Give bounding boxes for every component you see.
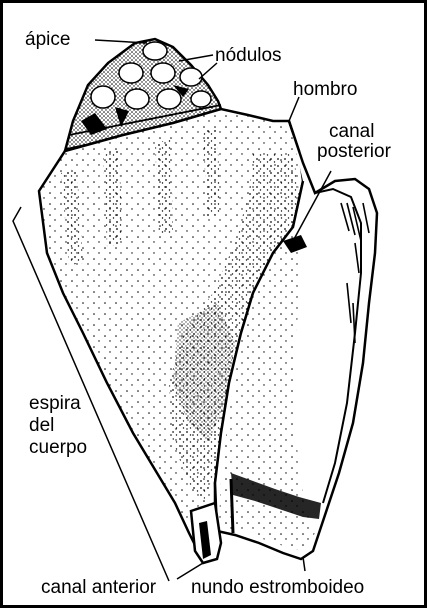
- nodule: [91, 86, 115, 108]
- nodule: [180, 68, 202, 86]
- nodule: [157, 89, 181, 109]
- label-anterior-canal: canal anterior: [41, 577, 157, 598]
- label-body-whorl-1: espira: [29, 393, 81, 414]
- anterior-canal-shape: [191, 503, 221, 563]
- label-nodules: nódulos: [215, 45, 282, 66]
- label-body-whorl-2: del: [29, 415, 54, 436]
- label-apex: ápice: [25, 29, 70, 50]
- label-shoulder: hombro: [293, 79, 357, 100]
- nodule: [125, 89, 149, 109]
- nodule: [119, 63, 143, 83]
- nodule: [191, 91, 211, 107]
- shell-diagram: ápice nódulos hombro canal posterior esp…: [3, 3, 427, 611]
- nodule: [143, 42, 167, 60]
- leader-shoulder: [289, 97, 299, 121]
- label-posterior-canal-1: canal: [329, 121, 374, 142]
- label-posterior-canal-2: posterior: [317, 141, 392, 162]
- label-body-whorl-3: cuerpo: [29, 437, 87, 458]
- label-stromboid-notch: nundo estromboideo: [191, 577, 364, 598]
- leader-stromboid-notch: [303, 557, 305, 571]
- nodule: [151, 63, 175, 83]
